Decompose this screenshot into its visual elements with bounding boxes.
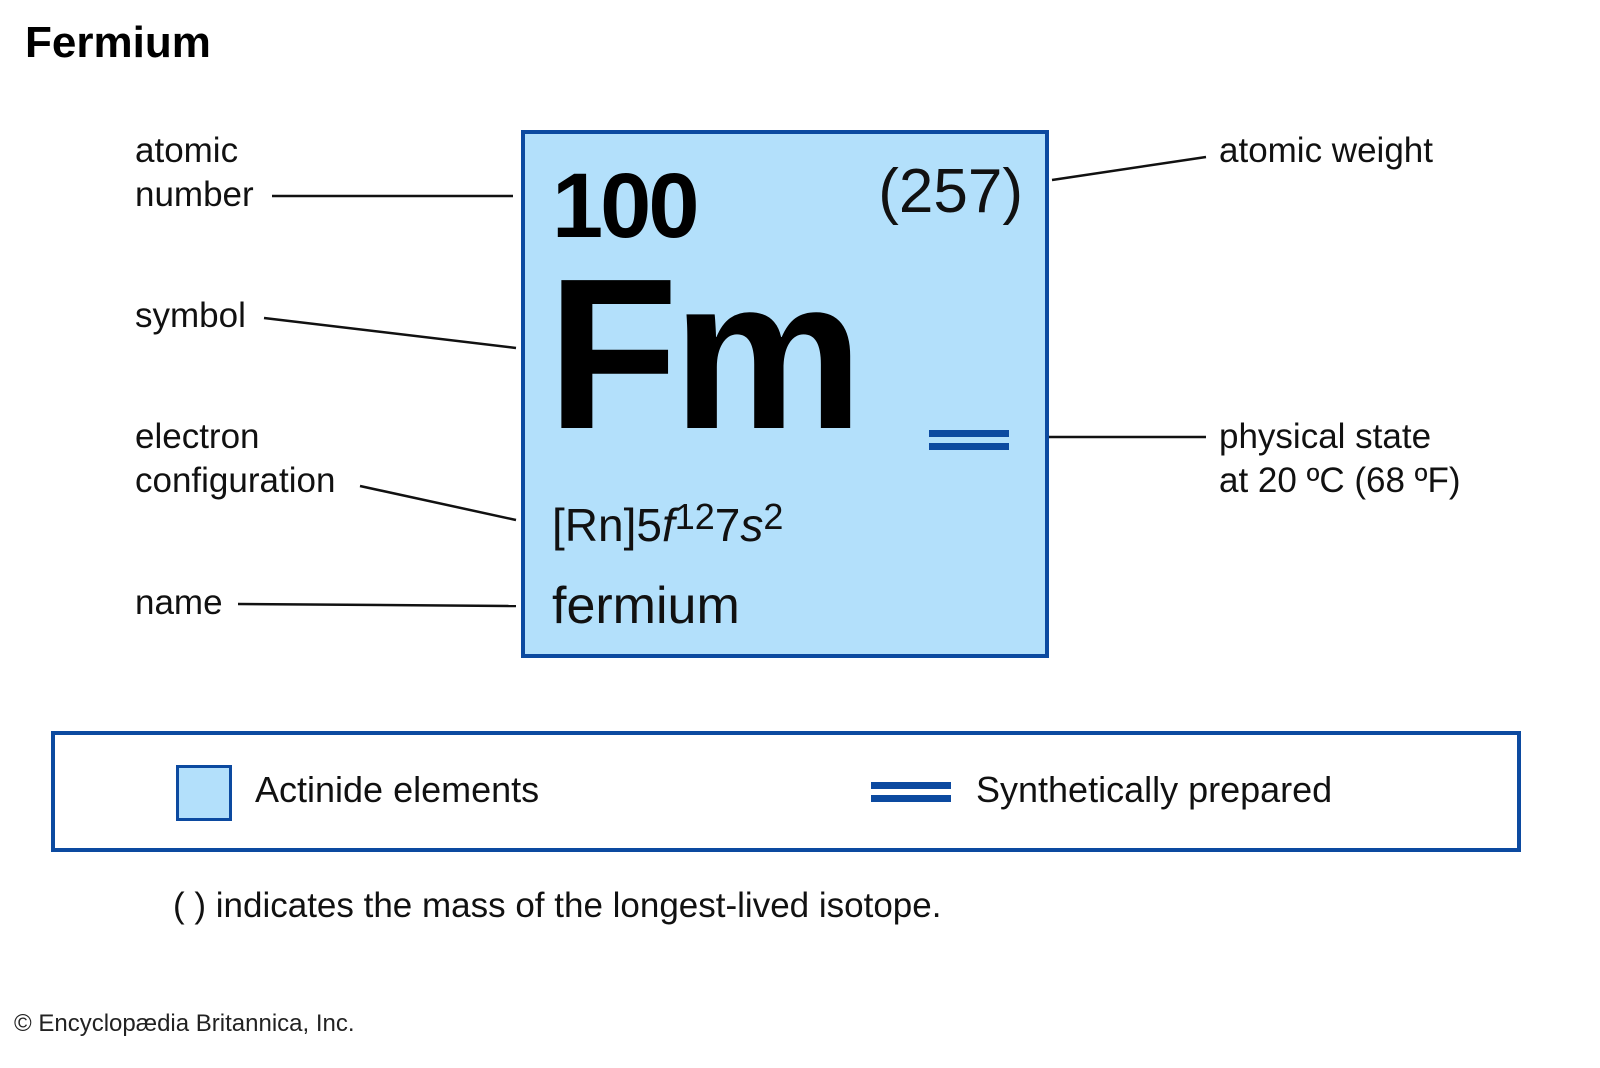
element-name: fermium: [552, 577, 740, 635]
label-electron-configuration: electron configuration: [135, 417, 336, 500]
electron-configuration: [Rn]5f127s2: [552, 496, 784, 551]
label-physical-state: physical state at 20 ºC (68 ºF): [1219, 417, 1461, 500]
element-symbol: Fm: [547, 233, 863, 474]
legend: Actinide elements Synthetically prepared: [51, 731, 1521, 852]
copyright: © Encyclopædia Britannica, Inc.: [14, 1010, 355, 1037]
page-title: Fermium: [25, 18, 211, 67]
footnote: ( ) indicates the mass of the longest-li…: [173, 886, 942, 925]
label-atomic-number: atomic number: [135, 131, 254, 214]
legend-actinide-label: Actinide elements: [255, 769, 540, 810]
legend-synthetic-label: Synthetically prepared: [976, 769, 1333, 810]
synthetic-legend-icon: [871, 782, 951, 808]
label-name: name: [135, 583, 223, 622]
atomic-weight: (257): [878, 157, 1023, 226]
synthetic-state-icon: [929, 430, 1009, 456]
element-tile: 100 (257) Fm [Rn]5f127s2 fermium: [521, 130, 1049, 658]
actinide-swatch-icon: [176, 765, 232, 821]
atomic-number: 100: [552, 155, 699, 257]
label-atomic-weight: atomic weight: [1219, 131, 1433, 170]
label-symbol: symbol: [135, 296, 246, 335]
